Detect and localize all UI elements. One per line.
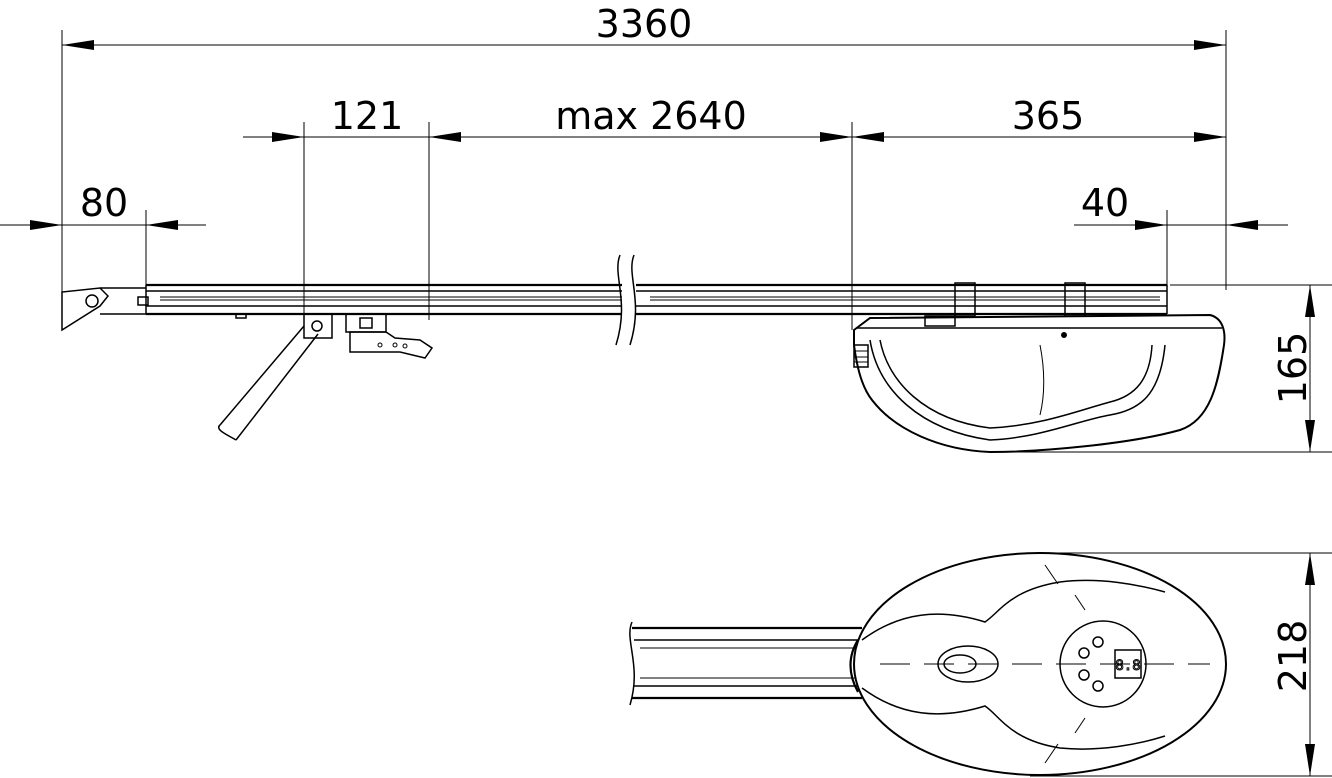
dimension-rear-offset: 40 [1074, 181, 1288, 290]
top-view: 8.8 [629, 552, 1227, 776]
dim-label-front-offset: 80 [80, 181, 128, 225]
side-view-motor-head [853, 313, 1226, 454]
dim-label-height: 165 [1271, 332, 1315, 405]
dim-label-rear-offset: 40 [1081, 181, 1129, 225]
side-view-rail [61, 254, 1168, 346]
dimension-overall-length: 3360 [61, 2, 1227, 330]
dimension-height: 165 [1000, 284, 1332, 453]
side-view-carriage [217, 313, 434, 441]
svg-text:8.8: 8.8 [1115, 658, 1140, 674]
dimension-width: 218 [1030, 552, 1332, 777]
dim-label-head-length: 365 [1012, 94, 1085, 138]
dim-label-travel: max 2640 [555, 94, 747, 138]
dimension-row-travel: 121 max 2640 365 [243, 94, 1226, 330]
dim-label-carriage-width: 121 [331, 94, 404, 138]
dim-label-overall-length: 3360 [596, 2, 693, 46]
dim-label-width: 218 [1271, 620, 1315, 693]
dimension-front-offset: 80 [0, 181, 206, 300]
